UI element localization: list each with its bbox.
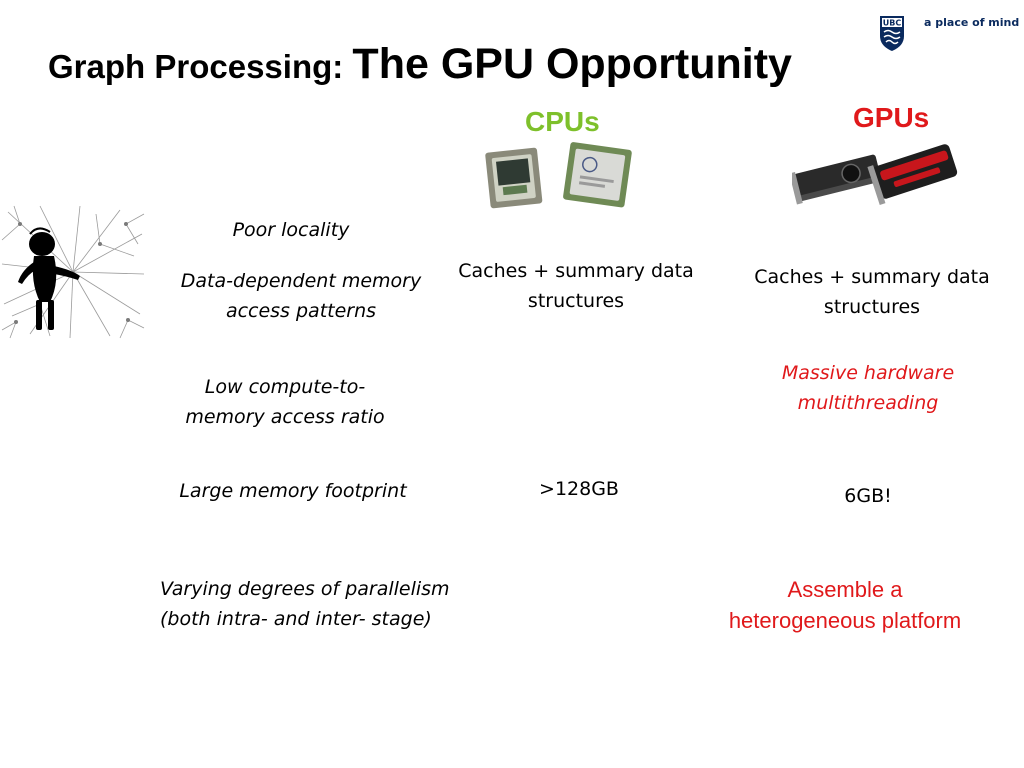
ubc-crest-logo: UBC — [880, 16, 904, 51]
gpu-caches-text: Caches + summary data structures — [754, 266, 990, 318]
title-prefix: Graph Processing: — [48, 48, 353, 85]
cpu-caches-text: Caches + summary data structures — [458, 260, 694, 312]
svg-text:UBC: UBC — [883, 19, 902, 28]
cpu-memory-text: >128GB — [539, 478, 619, 500]
cpu-chips-image — [485, 142, 632, 209]
gpu-multithreading-text: Massive hardware multithreading — [781, 362, 955, 414]
cpus-header: CPUs — [525, 106, 600, 137]
challenge-varying-parallelism: Varying degrees of parallelism (both int… — [160, 578, 450, 630]
challenge-low-compute-ratio: Low compute-to- memory access ratio — [185, 376, 385, 428]
title-main: The GPU Opportunity — [352, 40, 792, 88]
gpus-header: GPUs — [853, 102, 930, 133]
gpu-memory-text: 6GB! — [844, 485, 892, 507]
challenge-poor-locality: Poor locality — [232, 219, 350, 241]
gpu-platform-text: Assemble a heterogeneous platform — [728, 577, 962, 633]
gpu-cards-image — [792, 144, 958, 206]
challenge-large-memory-footprint: Large memory footprint — [179, 480, 407, 502]
slide-title: Graph Processing: The GPU Opportunity — [48, 40, 792, 89]
challenge-data-dependent-access: Data-dependent memory access patterns — [180, 270, 422, 322]
ubc-tagline: a place of mind — [924, 16, 1020, 29]
graph-network-illustration — [1, 205, 145, 339]
